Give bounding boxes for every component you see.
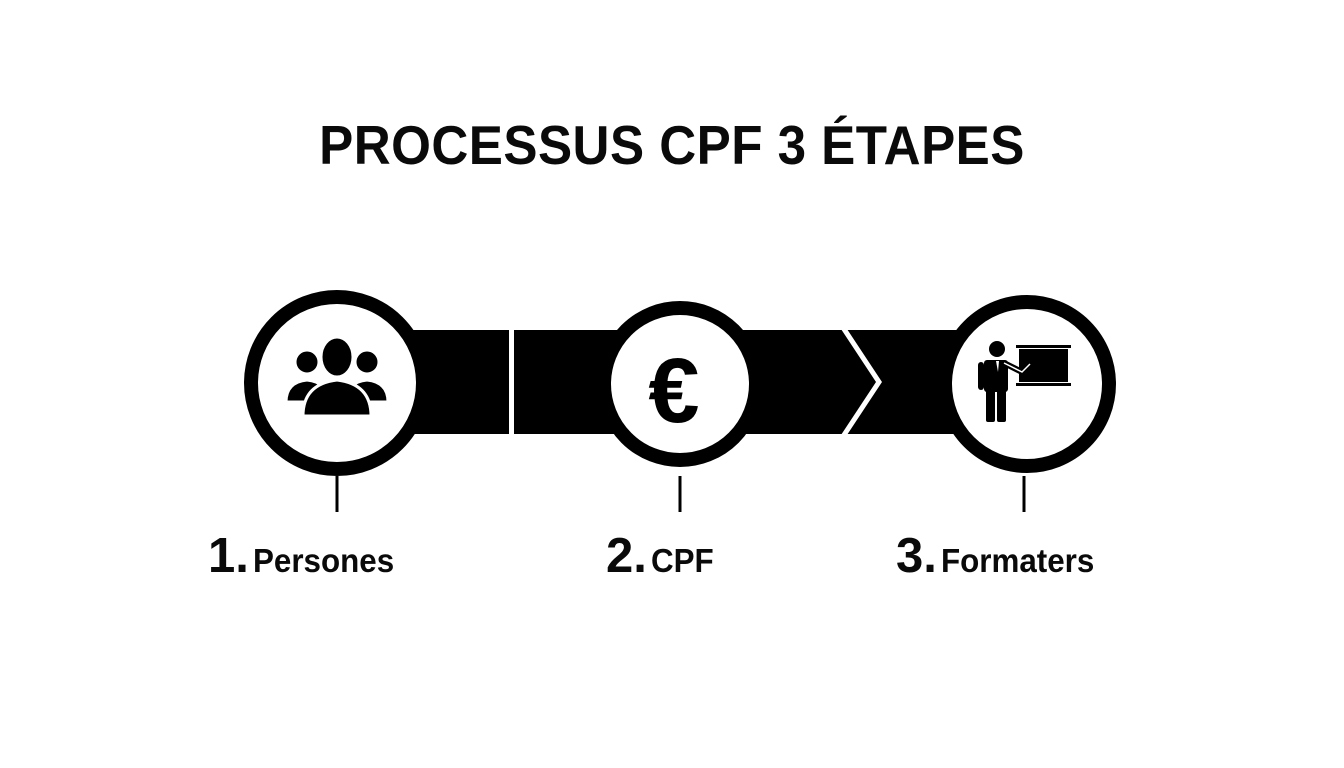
step-1-label: 1. Persones: [208, 526, 402, 598]
step-2-label: 2. CPF: [606, 526, 717, 598]
step-3-text: Formaters: [941, 542, 1095, 579]
step-2-node: €: [597, 301, 763, 467]
step-2-number: 2.: [606, 529, 647, 583]
step-1-text: Persones: [253, 542, 395, 579]
step-2-text: CPF: [651, 542, 715, 579]
step-1-number: 1.: [208, 529, 249, 583]
step-3-node: [938, 295, 1116, 473]
presenter-whiteboard-icon: [978, 341, 1071, 422]
step-3-label: 3. Formaters: [896, 526, 1103, 598]
people-group-icon: [284, 335, 390, 418]
step-3-number: 3.: [896, 529, 937, 583]
step-1-node: [244, 290, 430, 476]
diagram-title: PROCESSUS CPF 3 ÉTAPES: [319, 114, 1025, 176]
euro-icon: €: [648, 340, 699, 442]
